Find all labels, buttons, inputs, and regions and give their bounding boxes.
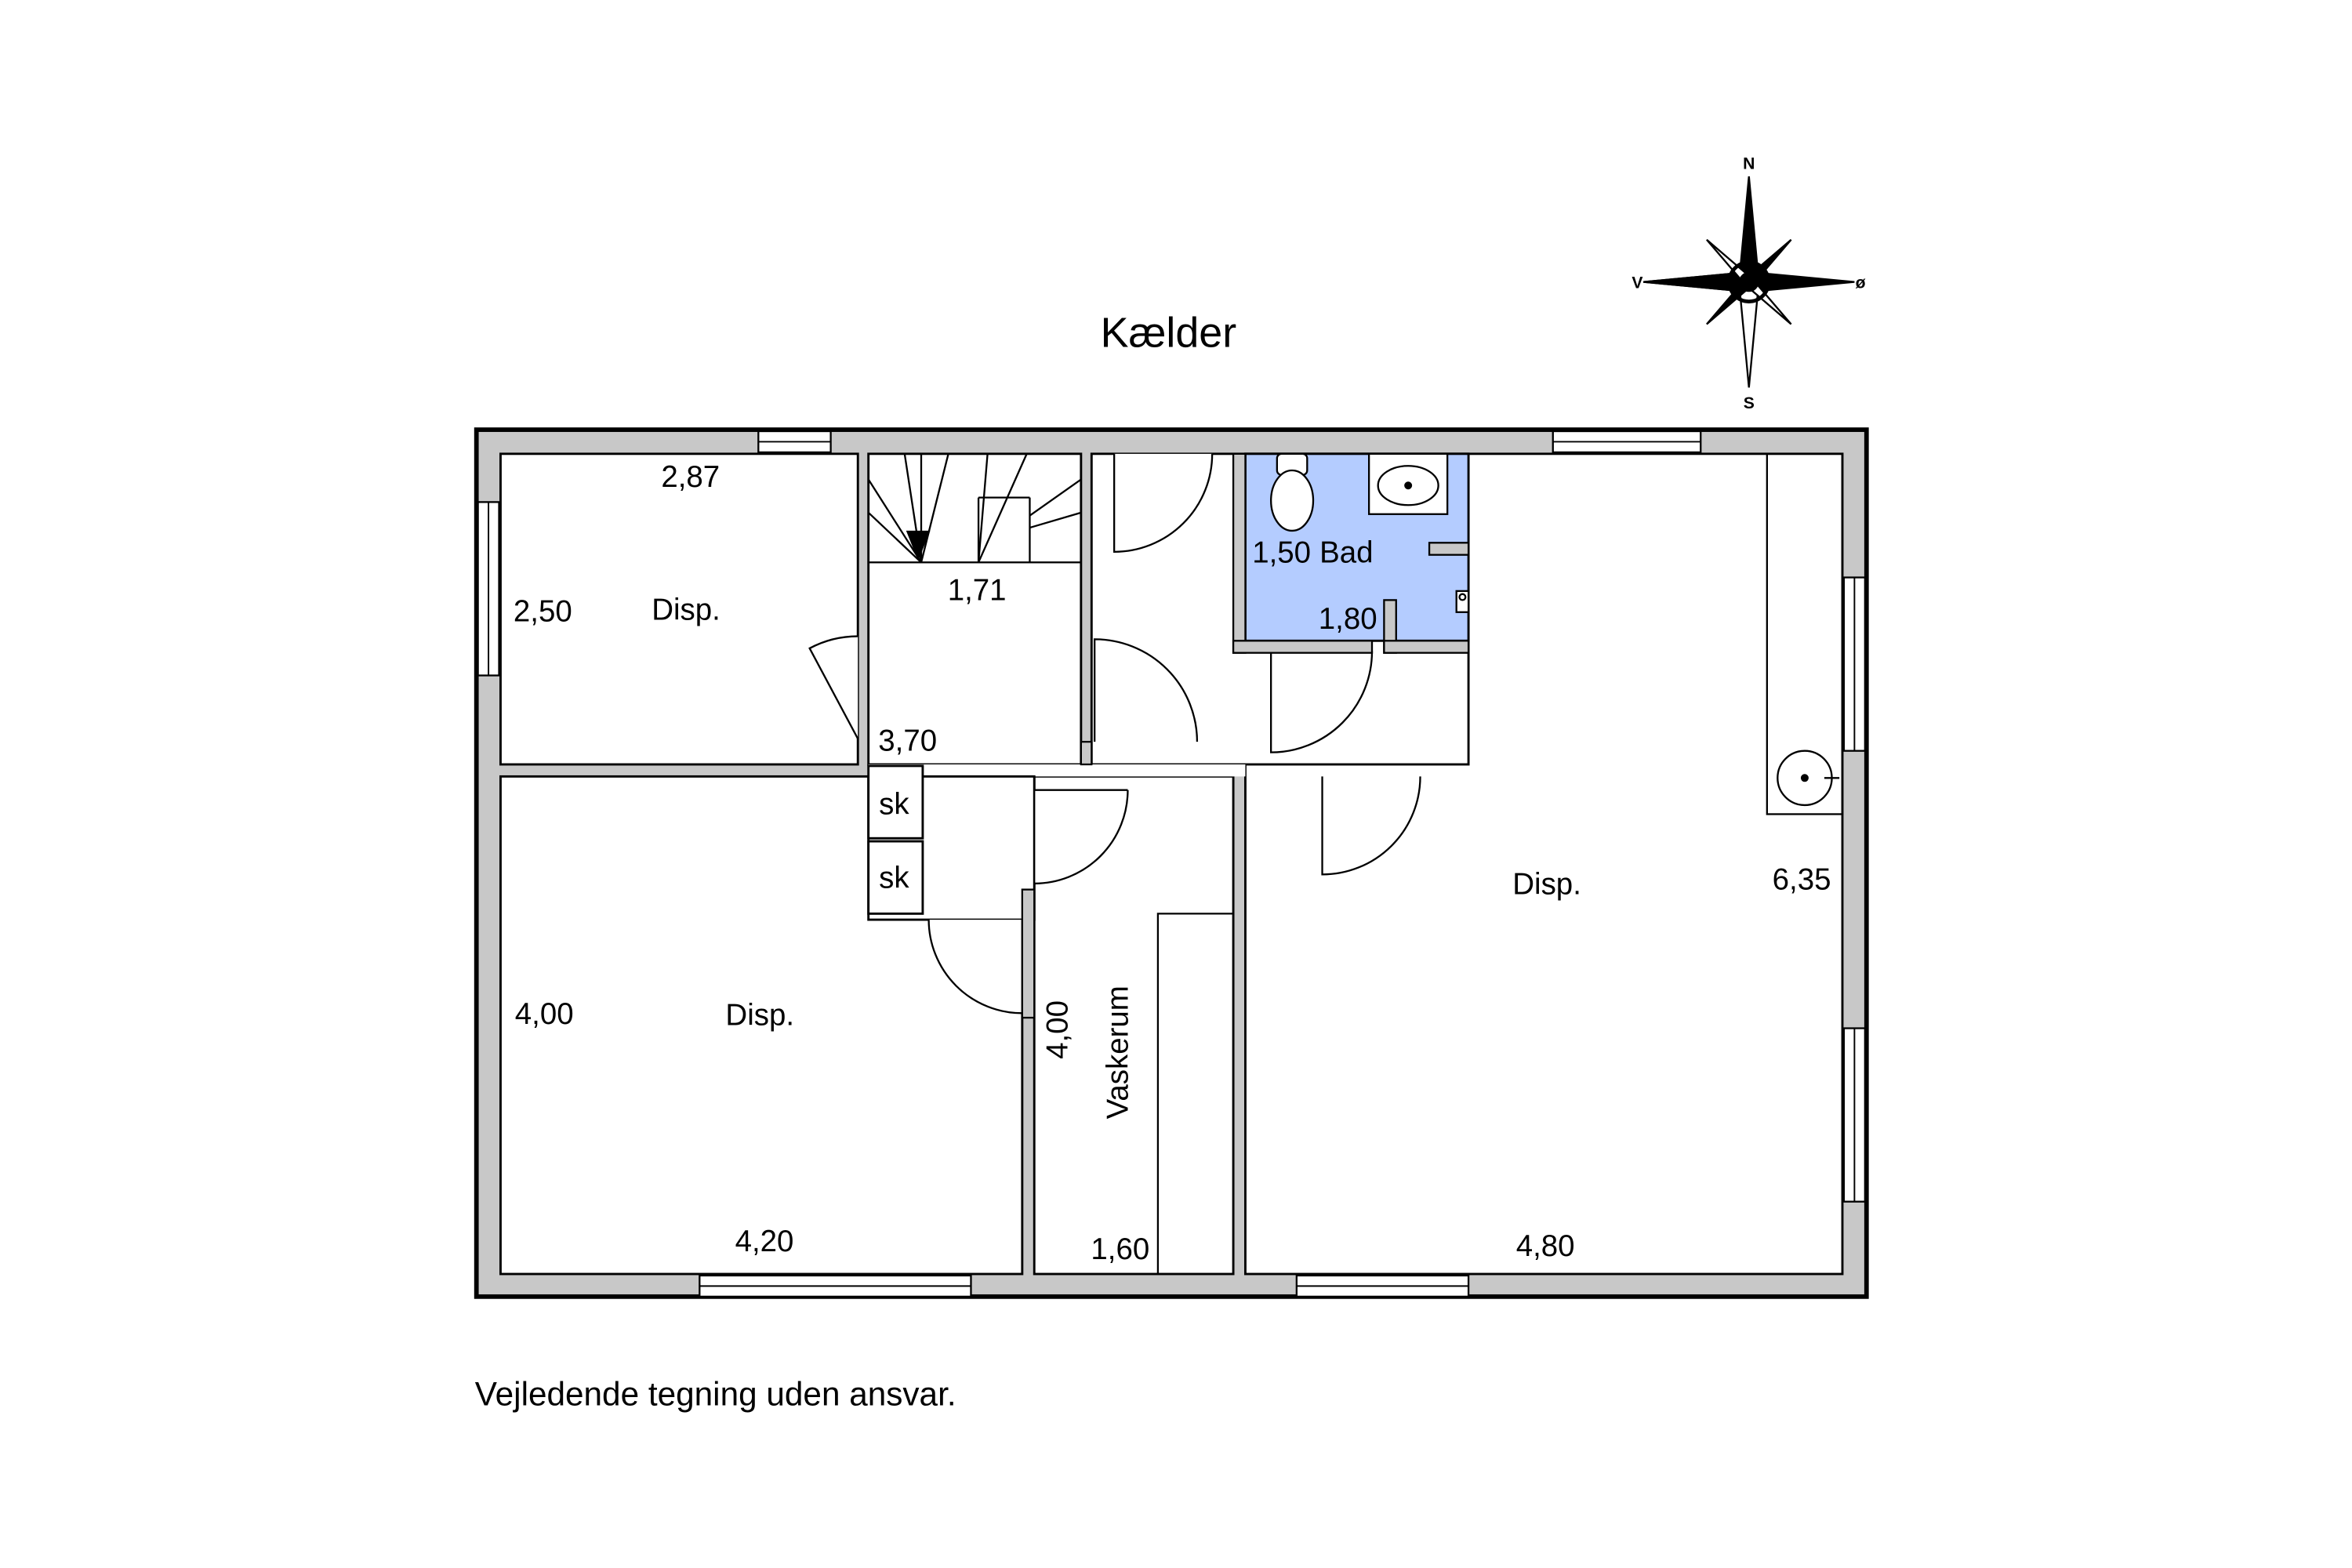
- disclaimer: Vejledende tegning uden ansvar.: [475, 1375, 956, 1412]
- compass-west-label: V: [1632, 274, 1642, 292]
- closet-2: [867, 840, 924, 915]
- room-labels: Disp. 2,87 2,50 1,71 3,70 sk sk 1,50 Bad…: [514, 460, 1831, 1266]
- door-laundry: [1033, 789, 1129, 885]
- laundry-wall-stub: [1021, 888, 1036, 1019]
- bottom-left-room-name: Disp.: [725, 999, 794, 1033]
- door-bottom-left: [927, 920, 1023, 1014]
- door-hall-entry: [1113, 453, 1214, 554]
- plan-title: Kælder: [1101, 309, 1237, 356]
- windows: [477, 430, 1866, 1298]
- top-left-room-name: Disp.: [652, 593, 720, 626]
- bottom-left-depth: 4,00: [515, 997, 574, 1031]
- hall-dim: 3,70: [878, 724, 937, 758]
- closet-1: [867, 764, 924, 840]
- bathroom-walls: [1232, 452, 1470, 654]
- top-left-width: 2,87: [661, 460, 720, 494]
- door-top-left: [808, 635, 859, 739]
- compass-south-label: S: [1744, 394, 1755, 412]
- laundry-counter: [1156, 913, 1234, 1274]
- top-left-depth: 2,50: [514, 594, 572, 628]
- stairs-dim: 1,71: [948, 573, 1007, 607]
- right-room-name: Disp.: [1512, 867, 1581, 901]
- laundry-depth: 4,00: [1041, 1000, 1075, 1059]
- compass-rose-icon: N S ø V: [1632, 154, 1865, 412]
- compass-east-label: ø: [1856, 274, 1866, 292]
- kitchen-counter: [1766, 452, 1844, 815]
- bathroom-width: 1,50: [1252, 535, 1311, 569]
- door-right-room: [1321, 776, 1421, 876]
- right-room-depth: 6,35: [1773, 863, 1831, 897]
- stairs-down-arrow-icon: [906, 530, 931, 561]
- right-room-width: 4,80: [1516, 1229, 1575, 1263]
- laundry-room-name: Vaskerum: [1101, 985, 1134, 1119]
- door-hall-right: [1094, 638, 1199, 742]
- bathroom-name: Bad: [1319, 535, 1373, 569]
- doors: [808, 453, 1421, 1014]
- bathroom-fixtures: [1270, 452, 1470, 613]
- room-stairs: [867, 452, 1083, 766]
- laundry-width: 1,60: [1091, 1232, 1149, 1266]
- hall-wall-stub: [1080, 741, 1093, 766]
- closet-2-name: sk: [879, 862, 909, 895]
- door-bathroom: [1270, 651, 1374, 753]
- room-top-left: [499, 452, 859, 766]
- bottom-left-width: 4,20: [735, 1225, 794, 1258]
- bathroom-depth: 1,80: [1319, 602, 1377, 636]
- sink-icon: [1368, 452, 1449, 515]
- compass-north-label: N: [1743, 154, 1755, 172]
- closet-1-name: sk: [879, 787, 909, 821]
- room-hall-lower: [868, 764, 1246, 777]
- toilet-icon: [1270, 452, 1315, 532]
- staircase: [867, 452, 1082, 564]
- shower-tap-icon: [1455, 590, 1470, 613]
- rooms: [499, 452, 1844, 1276]
